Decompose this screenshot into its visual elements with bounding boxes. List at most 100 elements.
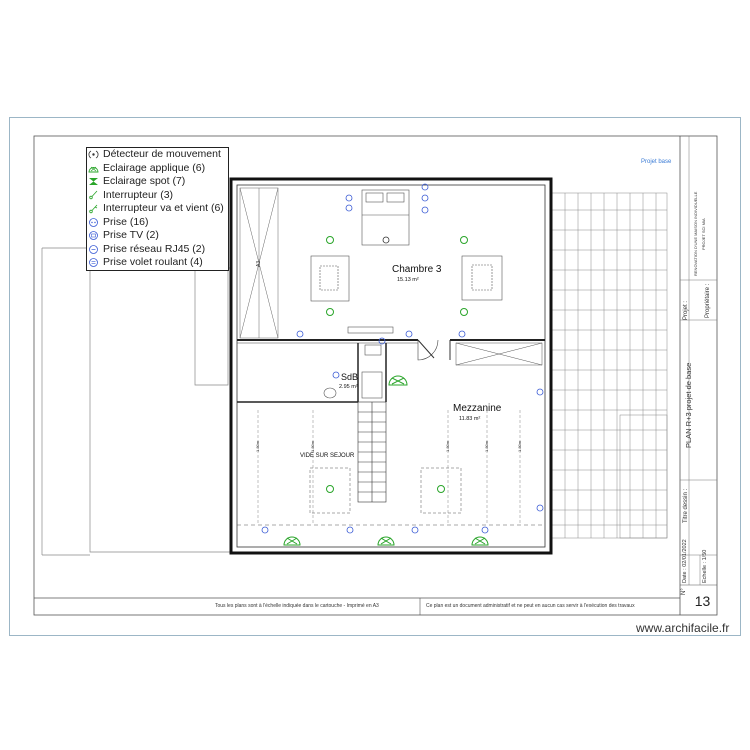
owner-label: Propriétaire :	[705, 283, 711, 318]
staircase	[357, 401, 387, 503]
legend-label: Prise réseau RJ45 (2)	[103, 242, 206, 255]
dimension-label: 1.80m	[255, 440, 260, 452]
spot-light-icon	[460, 308, 468, 316]
legend-item: Eclairage spot (7)	[87, 175, 228, 189]
project-tag: Projet base	[641, 159, 672, 165]
project-name: RENOVATION D'UNE MAISON INDIVIDUELLE	[693, 191, 698, 276]
outlet-icon	[261, 526, 269, 534]
outlet-icon	[346, 526, 354, 534]
outlet-icon	[378, 337, 386, 345]
legend-item: Prise TV (2)	[87, 229, 228, 243]
spot-light-icon	[326, 236, 334, 244]
room-mezzanine-area: 11.83 m²	[459, 416, 481, 422]
sheet-inner-frame	[33, 135, 718, 616]
room-void-name: VIDE SUR SEJOUR	[300, 453, 355, 459]
legend-label: Interrupteur va et vient (6)	[103, 202, 224, 215]
wall-light-icon	[471, 536, 489, 546]
sdb-walls	[237, 343, 387, 403]
dimension-label: 1.80m	[310, 440, 315, 452]
footer-note-right: Ce plan est un document administratif et…	[426, 603, 635, 609]
legend-label: Eclairage applique (6)	[103, 161, 206, 174]
wall-lights	[283, 375, 489, 546]
spot-lights	[326, 236, 468, 493]
outlet-icon	[421, 183, 429, 191]
date-label: Date : 02/01/2022	[682, 539, 688, 583]
legend-label: Prise volet roulant (4)	[103, 256, 203, 269]
roof-tiles	[551, 192, 668, 539]
network-outlet-icon	[87, 243, 100, 255]
outlet-icon	[345, 194, 353, 202]
dimension-label: 1.80m	[445, 440, 450, 452]
tv-outlet-icon	[87, 230, 100, 242]
legend-item: Détecteur de mouvement	[87, 148, 228, 162]
building-outline-lower	[42, 247, 233, 553]
radiator	[347, 326, 394, 334]
two-way-switch-icon	[87, 203, 100, 215]
spot-light-icon	[437, 485, 445, 493]
legend-label: Interrupteur (3)	[103, 188, 174, 201]
outlet-icon	[332, 371, 340, 379]
legend-item: Interrupteur (3)	[87, 189, 228, 203]
switch-icon	[87, 189, 100, 201]
legend-label: Eclairage spot (7)	[103, 175, 186, 188]
drawing-title: PLAN R+3 projet de base	[684, 362, 693, 448]
project-label: Projet :	[683, 300, 689, 320]
outlet-icon	[536, 388, 544, 396]
sdb-fixtures	[323, 344, 383, 399]
wall-light-icon	[87, 162, 100, 174]
sheet-number: 13	[694, 593, 711, 609]
room-chambre-name: Chambre 3	[392, 264, 442, 275]
spot-light-icon	[382, 236, 390, 244]
table-left	[310, 255, 350, 302]
outlet-icon	[411, 526, 419, 534]
watermark: www.archifacile.fr	[636, 621, 730, 635]
outlet-icon	[421, 206, 429, 214]
legend-item: Interrupteur va et vient (6)	[87, 202, 228, 216]
motion-detector-icon	[87, 149, 100, 161]
legend-label: Prise TV (2)	[103, 229, 159, 242]
spot-light-icon	[460, 236, 468, 244]
wall-light-icon	[377, 536, 395, 546]
spot-light-icon	[326, 308, 334, 316]
dimension-label: 1.80m	[484, 440, 489, 452]
outlet-icon	[421, 194, 429, 202]
legend-item: Eclairage applique (6)	[87, 162, 228, 176]
footer-note-left: Tous les plans sont à l'échelle indiquée…	[215, 603, 379, 609]
drawing-title-label: Titre dessin :	[683, 488, 689, 523]
scale-label: Echelle : 1/50	[702, 549, 708, 583]
inner-wall	[236, 184, 546, 548]
mezzanine-void	[455, 342, 543, 366]
chambre-roof-slope	[239, 187, 279, 339]
legend-item: Prise (16)	[87, 216, 228, 230]
outlet-icon	[87, 216, 100, 228]
shutter-outlet-icon	[87, 257, 100, 269]
legend-item: Prise réseau RJ45 (2)	[87, 243, 228, 257]
door-swing	[417, 339, 439, 361]
outlet-icon	[458, 330, 466, 338]
outlet-icon	[536, 504, 544, 512]
table-mezzanine	[420, 467, 462, 514]
wall-light-icon	[388, 375, 408, 386]
legend-label: Prise (16)	[103, 215, 149, 228]
room-mezzanine-name: Mezzanine	[453, 403, 502, 414]
table-void	[309, 467, 351, 514]
spot-light-icon	[87, 176, 100, 188]
room-sdb-area: 2.95 m²	[339, 384, 358, 390]
wall-light-icon	[283, 536, 301, 546]
table-right	[461, 255, 503, 301]
outlet-icon	[296, 330, 304, 338]
spot-light-icon	[326, 485, 334, 493]
project-sub: PROJET SCI MIA	[701, 218, 706, 250]
legend-label: Détecteur de mouvement	[103, 148, 221, 161]
legend: Détecteur de mouvement Eclairage appliqu…	[86, 147, 229, 271]
outer-wall	[229, 177, 553, 555]
outlet-icon	[405, 330, 413, 338]
drawing-sheet	[9, 117, 741, 636]
legend-item: Prise volet roulant (4)	[87, 256, 228, 270]
outlet-icon	[481, 526, 489, 534]
dimension-label: A3	[256, 260, 262, 267]
room-chambre-area: 15.13 m²	[397, 277, 419, 283]
dimension-label: 1.80m	[517, 440, 522, 452]
bed	[361, 189, 410, 246]
